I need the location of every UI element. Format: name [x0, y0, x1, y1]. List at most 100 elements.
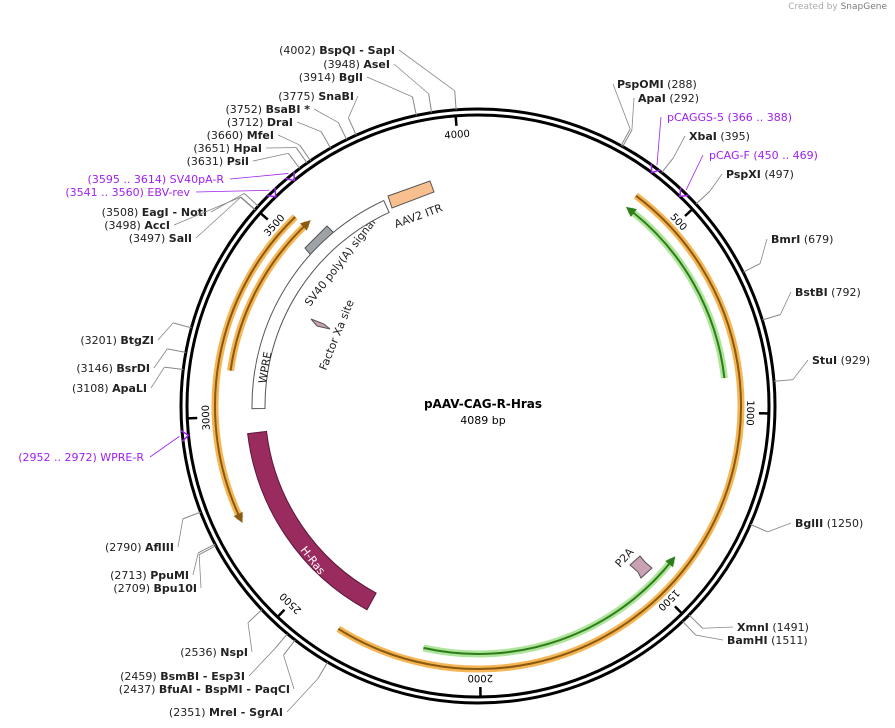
- site-position: (3497): [129, 232, 169, 245]
- feature-h-ras[interactable]: H-Ras: [247, 430, 377, 611]
- site-bgli[interactable]: (3914) BglI: [299, 71, 417, 116]
- feature-factor-xa[interactable]: Factor Xa site: [310, 298, 357, 372]
- feature-aav2-itr[interactable]: AAV2 ITR: [387, 180, 445, 231]
- site-psii[interactable]: (3631) PsiI: [187, 152, 301, 169]
- site-apali[interactable]: (3108) ApaLI: [72, 366, 184, 395]
- feature-arc-green-bottom[interactable]: [422, 558, 675, 658]
- site-sali[interactable]: (3497) SalI: [129, 197, 256, 245]
- site-label: (3651) HpaI: [193, 142, 262, 155]
- site-leader-line: [709, 173, 723, 192]
- site-enzyme: StuI: [812, 354, 837, 367]
- site-enzyme: HpaI: [233, 142, 262, 155]
- site-tick: [695, 190, 711, 205]
- site-enzyme: BtgZI: [120, 334, 154, 347]
- scale-tick-label: 4000: [444, 129, 470, 142]
- site-hpai[interactable]: (3651) HpaI: [193, 142, 308, 164]
- primer-label: pCAG-F (450 .. 469): [709, 149, 818, 162]
- site-snabi[interactable]: (3775) SnaBI: [278, 90, 359, 136]
- site-bmri[interactable]: BmrI (679): [742, 233, 833, 273]
- primer-pcaggs-5[interactable]: pCAGGS-5 (366 .. 388): [650, 111, 792, 174]
- site-bamhi[interactable]: BamHI (1511): [682, 620, 808, 647]
- primer-ebv-rev[interactable]: (3541 .. 3560) EBV-rev: [65, 186, 277, 199]
- feature-p2a[interactable]: P2A: [613, 545, 653, 579]
- site-enzyme: BmrI: [771, 233, 800, 246]
- arrowhead-orange-inner: [299, 220, 311, 231]
- feature-arc-orange-left-outer[interactable]: [211, 214, 298, 521]
- site-position: (497): [761, 168, 794, 181]
- site-enzyme: PsiI: [227, 155, 249, 168]
- site-asei[interactable]: (3948) AseI: [323, 58, 433, 113]
- snapgene-branding: Created by SnapGene: [788, 2, 887, 12]
- scale-tick-mark: [276, 608, 286, 618]
- site-bglii[interactable]: BglII (1250): [750, 517, 863, 533]
- scale-tick-mark: [259, 211, 269, 221]
- feature-arc-orange-cag[interactable]: [336, 192, 745, 673]
- primer-leader-line: [195, 189, 270, 193]
- site-afliii[interactable]: (2790) AflIII: [105, 511, 201, 554]
- site-xbai[interactable]: XbaI (395): [661, 130, 750, 173]
- site-leader-line: [177, 518, 184, 548]
- primer-pcag-f[interactable]: pCAG-F (450 .. 469): [679, 149, 818, 198]
- site-label: BglII (1250): [795, 517, 863, 530]
- site-tick: [750, 523, 769, 533]
- site-tick: [317, 661, 329, 679]
- site-bpu10i[interactable]: (2709) Bpu10I: [113, 545, 217, 595]
- site-bsmbi[interactable]: (2459) BsmBI - Esp3I: [120, 633, 288, 683]
- plasmid-length: 4089 bp: [460, 414, 505, 427]
- primer-leader-line: [685, 154, 704, 191]
- site-enzyme: PspOMI: [617, 78, 664, 91]
- site-tick: [762, 313, 781, 321]
- site-leader-line: [150, 366, 165, 389]
- site-position: (3948): [323, 58, 363, 71]
- site-btgzi[interactable]: (3201) BtgZI: [80, 322, 192, 347]
- site-apai[interactable]: ApaI (292): [622, 92, 699, 147]
- site-mrei[interactable]: (2351) MreI - SgrAI: [169, 661, 329, 719]
- site-label: (3108) ApaLI: [72, 382, 147, 395]
- site-mfei[interactable]: (3660) MfeI: [207, 129, 311, 162]
- primer-wpre-r[interactable]: (2952 .. 2972) WPRE-R: [18, 429, 190, 464]
- backbone-inner-ring: [185, 113, 771, 699]
- site-leader-line: [366, 76, 413, 98]
- site-bfuai[interactable]: (2437) BfuAI - BspMI - PaqCI: [119, 639, 296, 696]
- site-enzyme: XbaI: [689, 130, 717, 143]
- primer-marker: [180, 429, 190, 443]
- site-enzyme: BstBI: [795, 286, 828, 299]
- site-tick: [428, 93, 433, 113]
- feature-wpre[interactable]: WPRE: [251, 199, 390, 410]
- site-xmni[interactable]: XmnI (1491): [688, 614, 809, 634]
- site-enzyme: BglII: [795, 517, 823, 530]
- snapgene-logo-text: SnapGene: [840, 2, 887, 12]
- site-leader-line: [673, 135, 686, 158]
- site-ppumi[interactable]: (2713) PpuMI: [110, 543, 216, 582]
- site-bspqi[interactable]: (4002) BspQI - SapI: [279, 44, 457, 110]
- site-eagi[interactable]: (3508) EagI - NotI: [102, 193, 259, 219]
- site-leader-line: [631, 97, 635, 131]
- site-label: (4002) BspQI - SapI: [279, 44, 395, 57]
- site-tick: [167, 348, 186, 353]
- site-position: (3914): [299, 71, 339, 84]
- site-enzyme: MreI: [209, 706, 237, 719]
- feature-arc-orange-left-inner[interactable]: [227, 221, 310, 372]
- primer-sv40pa-r[interactable]: (3595 .. 3614) SV40pA-R: [88, 171, 295, 186]
- site-position: (3651): [193, 142, 233, 155]
- site-pspomi[interactable]: PspOMI (288): [612, 78, 697, 146]
- site-tick: [287, 152, 301, 169]
- site-enzyme: ApaLI: [112, 382, 147, 395]
- site-pspxi[interactable]: PspXI (497): [695, 168, 794, 205]
- primer-leader-line: [229, 173, 289, 180]
- scale-tick-mark: [454, 115, 458, 126]
- site-bsrdi[interactable]: (3146) BsrDI: [76, 348, 186, 375]
- site-label: (2790) AflIII: [105, 541, 174, 554]
- site-stui[interactable]: StuI (929): [773, 354, 870, 382]
- site-nspi[interactable]: (2536) NspI: [180, 609, 263, 659]
- site-bstbi[interactable]: BstBI (792): [762, 286, 861, 321]
- site-drai[interactable]: (3712) DraI: [227, 116, 332, 149]
- site-label: (3497) SalI: [129, 232, 192, 245]
- site-bsabi[interactable]: (3752) BsaBI *: [226, 103, 348, 140]
- primer-range: (2952 .. 2972): [18, 451, 100, 464]
- site-enzyme: BsrDI: [116, 362, 150, 375]
- site-position: (2351): [169, 706, 209, 719]
- site-label: BstBI (792): [795, 286, 861, 299]
- site-enzyme: DraI: [267, 116, 293, 129]
- feature-arc-green-cag[interactable]: [627, 207, 728, 379]
